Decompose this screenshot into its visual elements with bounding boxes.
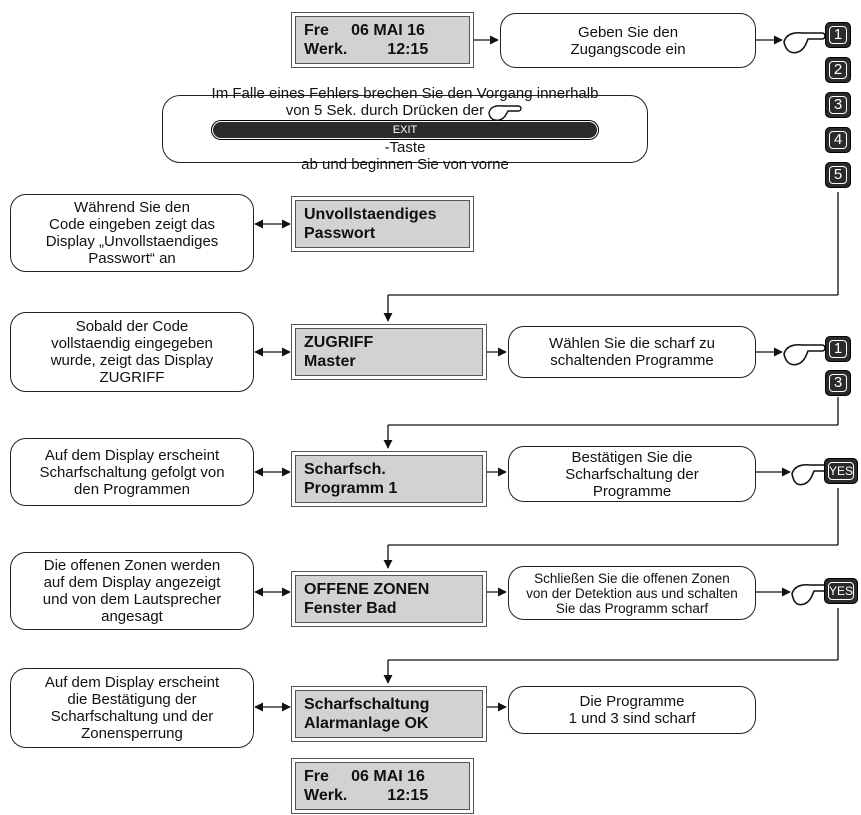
- display-incomplete: Unvollstaendiges Passwort: [295, 200, 470, 248]
- bubble-text: und von dem Lautsprecher: [42, 591, 222, 608]
- display-line: Scharfschaltung: [304, 696, 430, 713]
- display-end: Fre 06 MAI 16 Werk. 12:15: [295, 762, 470, 810]
- bubble-text: Auf dem Display erscheint: [44, 674, 220, 691]
- display-access: ZUGRIFF Master: [295, 328, 483, 376]
- bubble-complete-info: Sobald der Code vollstaendig eingegeben …: [10, 312, 254, 392]
- bubble-text-with-exit: von 5 Sek. durch Drücken der EXIT -Taste: [211, 102, 599, 156]
- hand-icon: [791, 583, 828, 606]
- bubble-text: Wählen Sie die scharf zu: [549, 335, 715, 352]
- bubble-text: Code eingeben zeigt das: [49, 216, 215, 233]
- display-open-zones: OFFENE ZONEN Fenster Bad: [295, 575, 483, 623]
- key-label: 3: [833, 374, 843, 391]
- bubble-text: Schließen Sie die offenen Zonen: [534, 570, 730, 586]
- bubble-armed: Die Programme 1 und 3 sind scharf: [508, 686, 756, 734]
- display-line: Passwort: [304, 225, 376, 242]
- bubble-text: Scharfschaltung gefolgt von: [39, 463, 225, 481]
- key-5-icon: 5: [825, 162, 851, 188]
- hand-icon: [488, 104, 522, 121]
- bubble-confirm-programs: Bestätigen Sie die Scharfschaltung der P…: [508, 446, 756, 502]
- bubble-text: vollstaendig eingegeben: [51, 335, 213, 352]
- key-label: YES: [828, 584, 853, 598]
- display-line: Alarmanlage OK: [304, 715, 429, 732]
- display-line: Werk. 12:15: [304, 41, 429, 58]
- key-label: 1: [833, 340, 843, 357]
- bubble-text: 1 und 3 sind scharf: [568, 710, 696, 727]
- bubble-open-zones-info: Die offenen Zonen werden auf dem Display…: [10, 552, 254, 630]
- display-line: Fre 06 MAI 16: [304, 768, 425, 785]
- bubble-text: angesagt: [101, 608, 163, 625]
- key-label: YES: [828, 464, 853, 478]
- hand-icon: [791, 463, 828, 486]
- bubble-text: Passwort“ an: [88, 250, 176, 267]
- bubble-exclude-zones: Schließen Sie die offenen Zonen von der …: [508, 566, 756, 620]
- key-1-icon: 1: [825, 336, 851, 362]
- bubble-text: schaltenden Programme: [550, 352, 714, 369]
- display-line: Fre 06 MAI 16: [304, 22, 425, 39]
- display-line: Scharfsch.: [304, 461, 386, 478]
- bubble-text: ZUGRIFF: [99, 369, 165, 386]
- bubble-enter-code: Geben Sie den Zugangscode ein: [500, 13, 756, 68]
- bubble-text: die Bestätigung der: [67, 691, 197, 708]
- bubble-text: Sie das Programm scharf: [555, 600, 709, 616]
- display-line: ZUGRIFF: [304, 334, 374, 351]
- key-label: 1: [833, 26, 843, 43]
- bubble-text: Programme: [592, 482, 672, 500]
- bubble-text: auf dem Display angezeigt: [43, 574, 221, 591]
- display-line: Unvollstaendiges: [304, 206, 437, 223]
- bubble-display-confirm: Auf dem Display erscheint die Bestätigun…: [10, 668, 254, 748]
- key-3-icon: 3: [825, 370, 851, 396]
- key-label: 4: [833, 131, 843, 148]
- display-arming: Scharfsch. Programm 1: [295, 455, 483, 503]
- bubble-text: von der Detektion aus und schalten: [526, 585, 738, 601]
- bubble-text: -Taste: [384, 138, 426, 156]
- key-label: 5: [833, 166, 843, 183]
- display-line: Fenster Bad: [304, 600, 397, 617]
- bubble-text: Scharfschaltung der: [565, 465, 699, 483]
- bubble-text: Sobald der Code: [75, 318, 189, 335]
- bubble-text: Während Sie den: [74, 199, 190, 216]
- bubble-text: Scharfschaltung und der: [50, 708, 214, 725]
- key-label: 3: [833, 96, 843, 113]
- display-line: Werk. 12:15: [304, 787, 429, 804]
- bubble-select-programs: Wählen Sie die scharf zu schaltenden Pro…: [508, 326, 756, 378]
- key-1-icon: 1: [825, 22, 851, 48]
- hand-icon: [783, 31, 826, 54]
- bubble-text: den Programmen: [74, 480, 190, 498]
- bubble-text: Im Falle eines Fehlers brechen Sie den V…: [211, 85, 599, 103]
- bubble-text: Zugangscode ein: [570, 40, 686, 58]
- bubble-incomplete-info: Während Sie den Code eingeben zeigt das …: [10, 194, 254, 272]
- display-start: Fre 06 MAI 16 Werk. 12:15: [295, 16, 470, 64]
- exit-key-icon: EXIT: [211, 120, 599, 139]
- display-line: OFFENE ZONEN: [304, 581, 430, 598]
- display-confirm: Scharfschaltung Alarmanlage OK: [295, 690, 483, 738]
- bubble-text: Die offenen Zonen werden: [43, 557, 221, 574]
- display-line: Master: [304, 353, 356, 370]
- key-2-icon: 2: [825, 57, 851, 83]
- bubble-text: Die Programme: [579, 693, 685, 710]
- bubble-text: Zonensperrung: [81, 725, 183, 742]
- bubble-text: von 5 Sek. durch Drücken der: [285, 102, 485, 120]
- bubble-text: wurde, zeigt das Display: [50, 352, 214, 369]
- bubble-text: Bestätigen Sie die: [571, 448, 693, 466]
- key-4-icon: 4: [825, 127, 851, 153]
- yes-key-icon: YES: [824, 578, 858, 604]
- bubble-text: ab und beginnen Sie von vorne: [301, 155, 509, 173]
- key-label: 2: [833, 61, 843, 78]
- bubble-text: Auf dem Display erscheint: [44, 446, 220, 464]
- yes-key-icon: YES: [824, 458, 858, 484]
- hand-icon: [783, 343, 826, 366]
- key-3-icon: 3: [825, 92, 851, 118]
- bubble-display-arming: Auf dem Display erscheint Scharfschaltun…: [10, 438, 254, 506]
- bubble-text: Display „Unvollstaendiges: [45, 233, 219, 250]
- display-line: Programm 1: [304, 480, 398, 497]
- bubble-text: Geben Sie den: [577, 23, 679, 41]
- bubble-error-note: Im Falle eines Fehlers brechen Sie den V…: [162, 85, 648, 173]
